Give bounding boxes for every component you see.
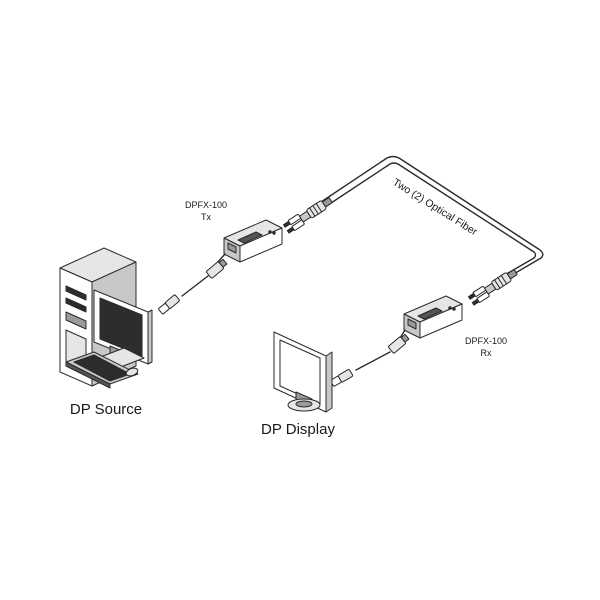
rx-fiber-connector xyxy=(468,269,518,306)
keyboard xyxy=(65,351,139,389)
source-monitor xyxy=(93,289,153,369)
source-label: DP Source xyxy=(70,401,142,418)
tx-fiber-connector xyxy=(283,197,333,234)
fiber-label: Two (2) Optical Fiber xyxy=(390,176,479,238)
rx-role-label: Rx xyxy=(481,348,492,358)
tx-dp-cable xyxy=(158,253,228,315)
optical-fiber-cable xyxy=(317,155,544,283)
display-label: DP Display xyxy=(261,421,335,438)
display-monitor xyxy=(273,331,333,413)
rx-unit xyxy=(403,295,463,339)
mouse xyxy=(125,367,139,377)
rx-dp-cable xyxy=(330,329,410,387)
tx-unit xyxy=(223,219,283,263)
rx-model-label: DPFX-100 xyxy=(465,336,507,346)
tx-model-label: DPFX-100 xyxy=(185,200,227,210)
tx-role-label: Tx xyxy=(201,212,211,222)
